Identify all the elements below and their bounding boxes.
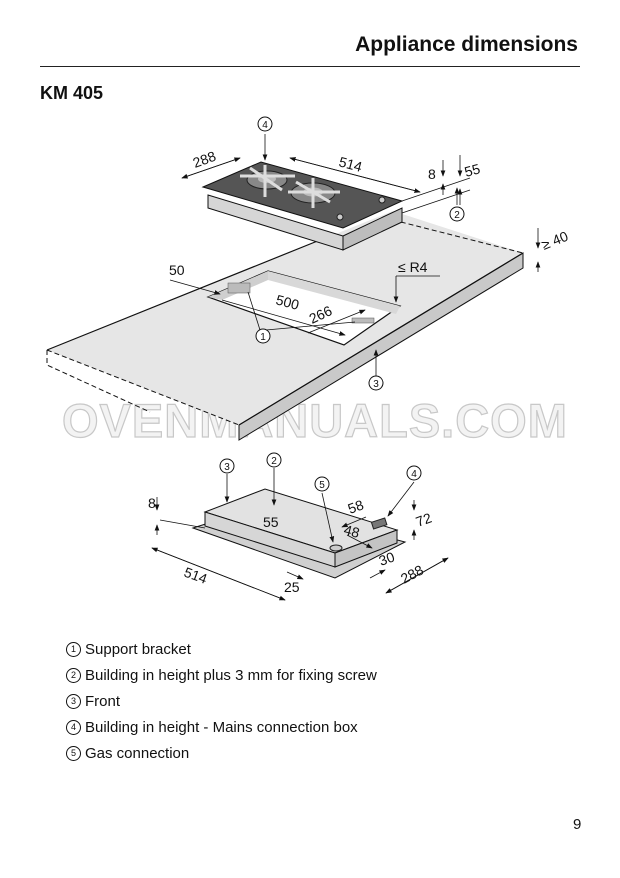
bottom-callouts: 3 2 5 4 — [219, 452, 422, 492]
legend-text: Gas connection — [85, 744, 190, 762]
callout-4: 4 — [411, 469, 417, 480]
dim-30: 30 — [377, 548, 397, 568]
hob-top-view — [201, 161, 404, 251]
legend-text: Building in height - Mains connection bo… — [85, 718, 358, 736]
legend-number: 3 — [66, 693, 81, 709]
callout-3: 3 — [373, 379, 379, 390]
dim-514: 514 — [182, 564, 210, 587]
dim-514: 514 — [337, 153, 364, 175]
legend-text: Front — [85, 692, 121, 710]
dim-288: 288 — [191, 148, 219, 171]
page-number: 9 — [573, 816, 582, 833]
top-callouts: 4 2 1 3 — [255, 116, 465, 391]
dim-58: 58 — [346, 496, 366, 516]
callout-3: 3 — [224, 462, 230, 473]
dim-500: 500 — [274, 291, 301, 313]
callout-1: 1 — [260, 332, 266, 343]
legend-text: Support bracket — [85, 640, 191, 658]
page-title: Appliance dimensions — [355, 33, 578, 56]
legend-number: 2 — [66, 667, 81, 683]
bottom-dimension-labels: 8 55 58 48 72 514 25 30 288 — [148, 495, 434, 595]
legend-number: 1 — [66, 641, 81, 657]
dim-25: 25 — [284, 579, 300, 595]
dim-8: 8 — [428, 166, 436, 182]
dim-48: 48 — [342, 521, 361, 541]
watermark: OVENMANUALS.COM — [62, 394, 568, 447]
callout-4: 4 — [262, 120, 268, 131]
legend-number: 4 — [66, 719, 81, 735]
dim-50: 50 — [169, 262, 185, 278]
dim-55: 55 — [263, 514, 279, 530]
callout-2: 2 — [271, 456, 277, 467]
legend-text: Building in height plus 3 mm for fixing … — [85, 666, 377, 684]
callout-5: 5 — [319, 480, 325, 491]
dim-72: 72 — [414, 509, 434, 529]
header-rule — [40, 66, 580, 67]
hob-underside-view — [191, 488, 407, 579]
dim-55: 55 — [463, 160, 482, 180]
dim-288: 288 — [398, 561, 426, 586]
legend-number: 5 — [66, 745, 81, 761]
callout-2: 2 — [454, 210, 460, 221]
dim-8: 8 — [148, 495, 156, 511]
dim-r4: ≤ R4 — [398, 259, 428, 275]
model-heading: KM 405 — [40, 83, 104, 103]
dim-40: ≥ 40 — [539, 228, 570, 253]
